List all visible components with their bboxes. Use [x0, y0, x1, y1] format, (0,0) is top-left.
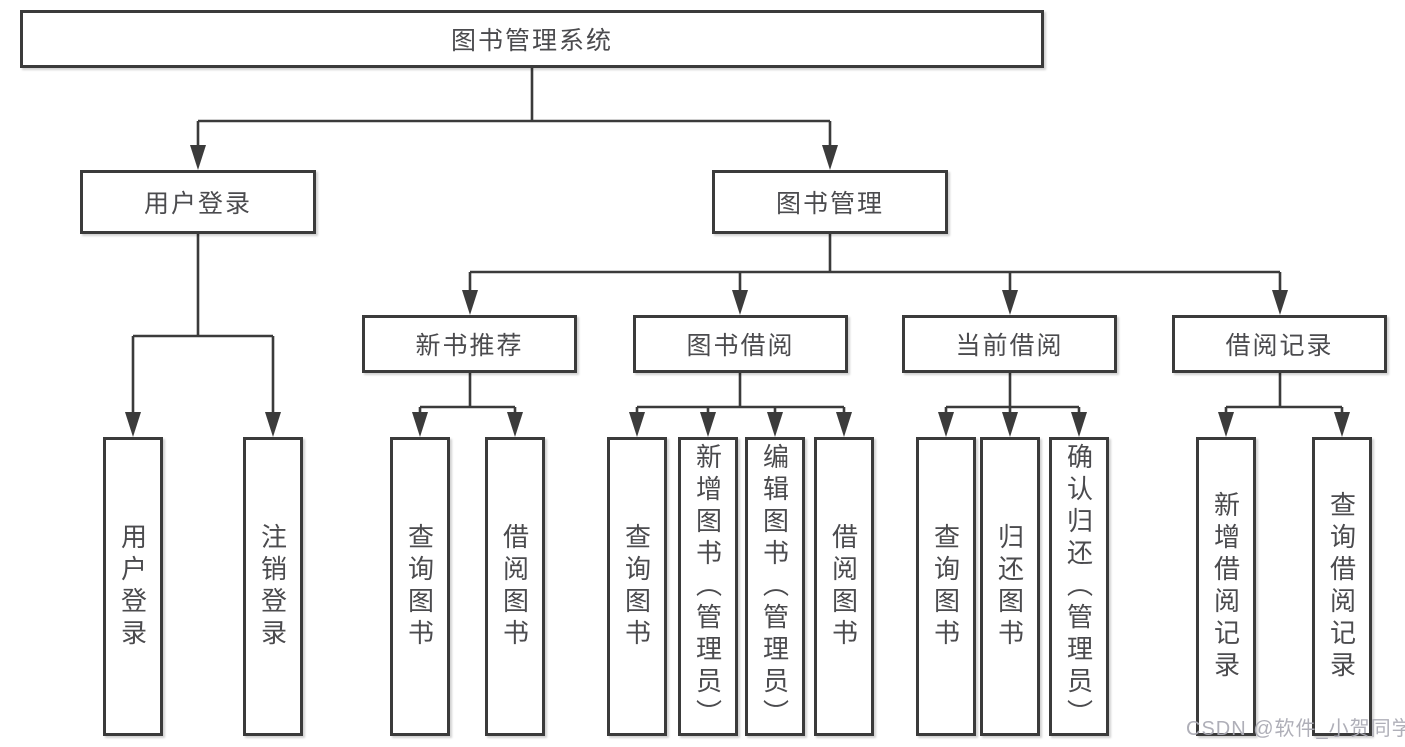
leaf-query-books-recommend: 查询图书 [390, 437, 450, 736]
node-user-login: 用户登录 [80, 170, 316, 234]
connector-book-borrow-to-leaves [635, 373, 846, 412]
leaf-user-login: 用户登录 [103, 437, 163, 736]
leaf-add-borrow-record: 新增借阅记录 [1196, 437, 1256, 736]
node-book-borrow: 图书借阅 [633, 315, 848, 373]
connector-user-login-to-leaves [131, 234, 275, 412]
node-book-management: 图书管理 [712, 170, 948, 234]
connector-borrow-records-to-leaves [1224, 373, 1344, 412]
node-root: 图书管理系统 [20, 10, 1044, 68]
node-new-book-recommend: 新书推荐 [362, 315, 577, 373]
leaf-borrow-books-recommend: 借阅图书 [485, 437, 545, 736]
leaf-query-borrow-record: 查询借阅记录 [1312, 437, 1372, 736]
arrowheads [125, 145, 1350, 437]
node-borrow-records: 借阅记录 [1172, 315, 1387, 373]
leaf-edit-book-admin: 编辑图书（管理员） [745, 437, 805, 736]
csdn-watermark: CSDN @软件_小贺同学 [1186, 718, 1405, 740]
leaf-query-books-current: 查询图书 [916, 437, 976, 736]
leaf-query-books-borrow: 查询图书 [607, 437, 667, 736]
leaf-add-book-admin: 新增图书（管理员） [678, 437, 738, 736]
leaf-confirm-return-admin: 确认归还（管理员） [1049, 437, 1109, 736]
connector-new-book-to-leaves [418, 373, 517, 412]
leaf-logout: 注销登录 [243, 437, 303, 736]
leaf-return-book: 归还图书 [980, 437, 1040, 736]
connector-book-management-to-level3 [468, 234, 1282, 290]
node-current-borrow: 当前借阅 [902, 315, 1117, 373]
connector-root-to-level2 [196, 68, 832, 146]
connector-current-borrow-to-leaves [944, 373, 1081, 412]
leaf-borrow-books-borrow: 借阅图书 [814, 437, 874, 736]
